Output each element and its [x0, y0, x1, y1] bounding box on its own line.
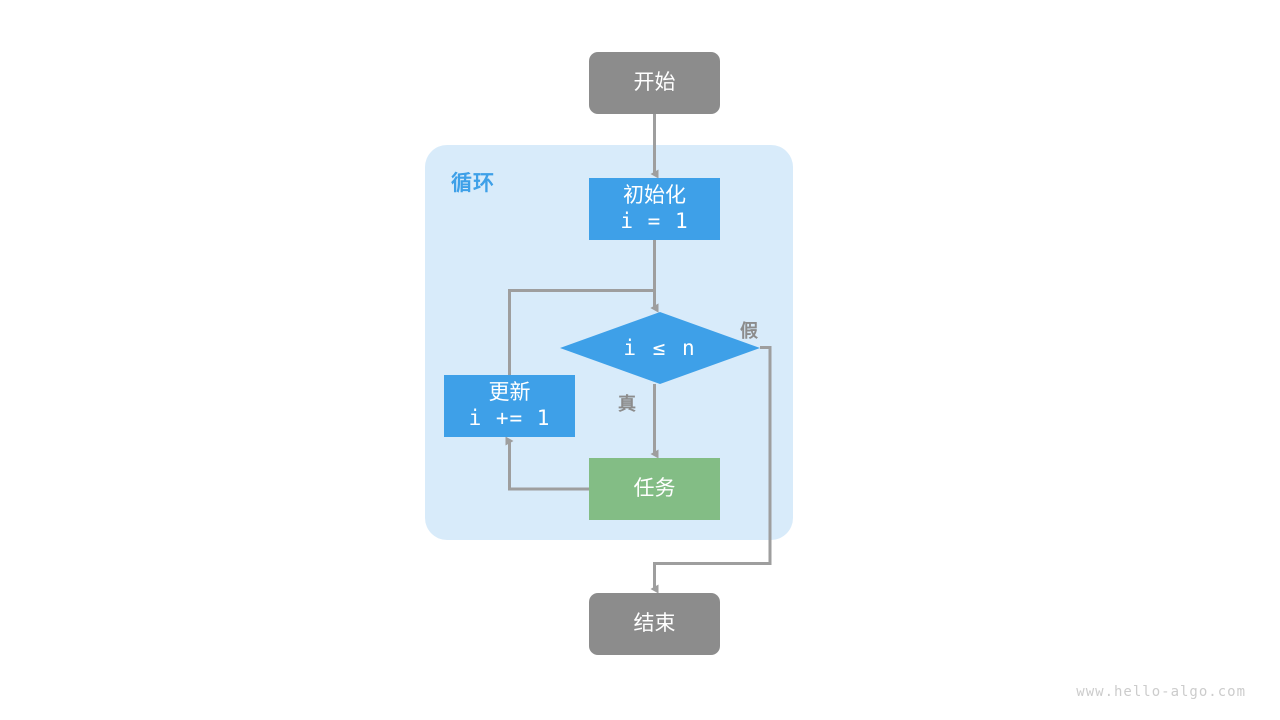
- node-update[interactable]: 更新 i += 1: [444, 375, 575, 437]
- node-start[interactable]: 开始: [589, 52, 720, 114]
- node-initialize[interactable]: 初始化 i = 1: [589, 178, 720, 240]
- node-end[interactable]: 结束: [589, 593, 720, 655]
- node-condition-label: i ≤ n: [623, 336, 697, 360]
- watermark: www.hello-algo.com: [1076, 684, 1246, 700]
- node-start-label: 开始: [633, 71, 676, 95]
- node-update-title: 更新: [488, 381, 531, 405]
- edge-label-true: 真: [618, 394, 636, 414]
- node-end-label: 结束: [633, 612, 676, 636]
- node-condition[interactable]: i ≤ n: [560, 312, 760, 384]
- loop-group-label: 循环: [451, 172, 495, 195]
- edge-update-to-decision: [508, 289, 659, 375]
- edge-decision-false-to-end: [650, 346, 772, 594]
- edge-task-to-update: [505, 436, 589, 491]
- node-task-label: 任务: [633, 477, 676, 501]
- edge-label-false: 假: [740, 321, 758, 341]
- node-update-expression: i += 1: [468, 406, 551, 430]
- node-task[interactable]: 任务: [589, 458, 720, 520]
- node-initialize-expression: i = 1: [620, 209, 689, 233]
- node-initialize-title: 初始化: [623, 184, 686, 208]
